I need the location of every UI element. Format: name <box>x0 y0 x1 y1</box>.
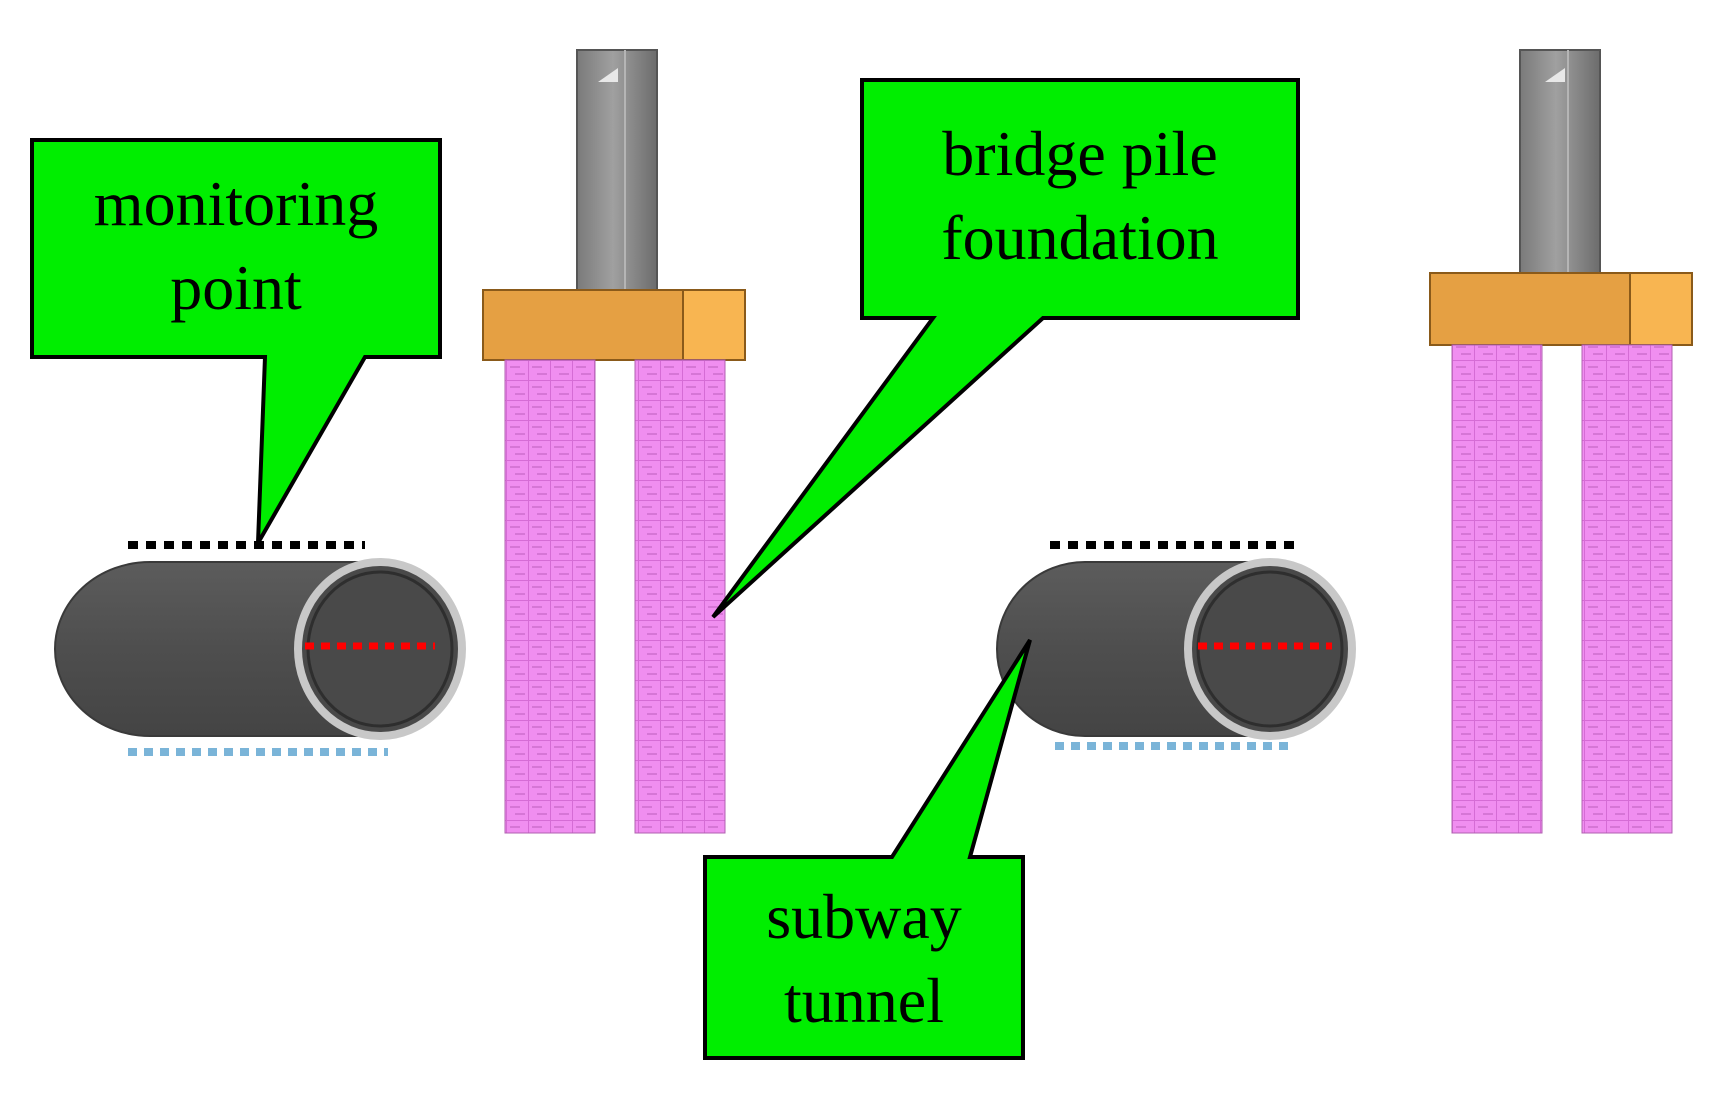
pile-right-2 <box>1581 344 1673 834</box>
tunnel-cylinder-icon <box>54 558 466 740</box>
callout-monitoring-point-shape <box>30 138 442 544</box>
pile-cap-left <box>482 289 746 361</box>
pile-right-1 <box>1451 344 1543 834</box>
callout-bridge-pile-foundation-shape <box>711 78 1300 619</box>
bridge-pier-icon <box>576 49 658 293</box>
tunnel-left <box>54 541 466 756</box>
pile-cap-right <box>1429 272 1693 346</box>
tunnel-right <box>996 541 1356 750</box>
pile-left-1 <box>504 359 596 834</box>
bridge-pier-left <box>482 49 746 834</box>
callout-subway-tunnel-shape <box>703 638 1032 1060</box>
pile-left-2 <box>634 359 726 834</box>
bridge-pier-right <box>1429 49 1693 834</box>
bridge-pier-icon <box>1519 49 1601 276</box>
